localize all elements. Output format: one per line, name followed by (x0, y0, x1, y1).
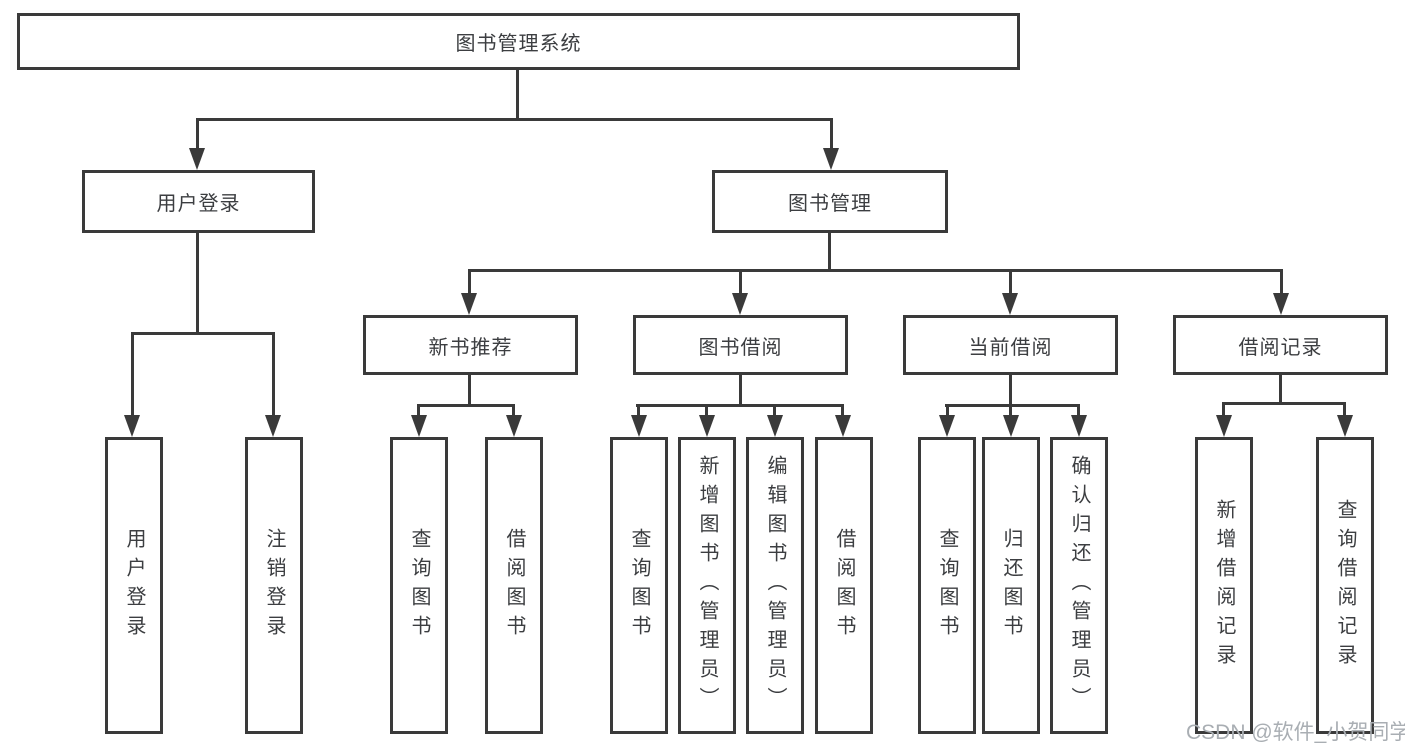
arrow-down-icon (1002, 293, 1018, 315)
leaf-query-books-recommend: 查询图书 (390, 437, 448, 734)
connector-line (946, 404, 949, 415)
leaf-confirm-return-admin: 确认归还（管理员） (1050, 437, 1108, 734)
arrow-down-icon (823, 148, 839, 170)
connector-line (131, 332, 134, 415)
connector-line (1009, 372, 1012, 407)
leaf-label: 借阅图书 (503, 527, 525, 644)
node-library-management-system: 图书管理系统 (17, 13, 1020, 70)
connector-line (512, 404, 515, 415)
connector-line (1009, 269, 1012, 293)
connector-line (830, 118, 833, 148)
node-current-borrowing: 当前借阅 (903, 315, 1118, 375)
leaf-label: 新增图书（管理员） (696, 455, 718, 716)
connector-line (841, 404, 844, 415)
connector-line (1222, 402, 1346, 405)
leaf-label: 确认归还（管理员） (1068, 455, 1090, 716)
connector-line (468, 269, 471, 293)
connector-line (637, 404, 640, 415)
connector-line (773, 404, 776, 415)
node-label: 用户登录 (156, 193, 241, 215)
leaf-label: 用户登录 (123, 527, 145, 644)
node-label: 新书推荐 (428, 336, 513, 359)
leaf-add-books-admin: 新增图书（管理员） (678, 437, 736, 734)
connector-line (828, 232, 831, 272)
connector-line (1280, 269, 1283, 293)
connector-line (1077, 404, 1080, 415)
arrow-down-icon (124, 415, 140, 437)
arrow-down-icon (411, 415, 427, 437)
node-borrowing-records: 借阅记录 (1173, 315, 1388, 375)
arrow-down-icon (939, 415, 955, 437)
connector-line (131, 332, 275, 335)
arrow-down-icon (732, 293, 748, 315)
watermark: CSDN @软件_小贺同学 (1186, 721, 1405, 744)
arrow-down-icon (1337, 415, 1353, 437)
node-label: 当前借阅 (968, 336, 1053, 359)
leaf-label: 借阅图书 (833, 527, 855, 644)
arrow-down-icon (767, 415, 783, 437)
node-user-login: 用户登录 (82, 170, 315, 233)
node-label: 图书管理系统 (455, 33, 582, 55)
connector-line (468, 269, 1282, 272)
node-label: 图书管理 (788, 193, 872, 215)
connector-line (636, 404, 844, 407)
leaf-label: 查询图书 (628, 527, 650, 644)
leaf-edit-books-admin: 编辑图书（管理员） (746, 437, 804, 734)
arrow-down-icon (506, 415, 522, 437)
arrow-down-icon (1071, 415, 1087, 437)
node-book-borrowing: 图书借阅 (633, 315, 848, 375)
connector-line (468, 372, 471, 407)
arrow-down-icon (1216, 415, 1232, 437)
connector-line (1343, 402, 1346, 415)
node-book-management: 图书管理 (712, 170, 948, 233)
arrow-down-icon (1273, 293, 1289, 315)
leaf-label: 编辑图书（管理员） (764, 455, 786, 716)
leaf-label: 查询图书 (408, 527, 430, 644)
leaf-label: 注销登录 (263, 527, 285, 644)
leaf-borrow-books-recommend: 借阅图书 (485, 437, 543, 734)
arrow-down-icon (699, 415, 715, 437)
node-new-book-recommend: 新书推荐 (363, 315, 578, 375)
node-label: 借阅记录 (1238, 336, 1323, 359)
connector-line (196, 118, 833, 121)
leaf-query-books-current: 查询图书 (918, 437, 976, 734)
leaf-logout: 注销登录 (245, 437, 303, 734)
leaf-add-borrow-record: 新增借阅记录 (1195, 437, 1253, 734)
arrow-down-icon (1003, 415, 1019, 437)
leaf-user-login: 用户登录 (105, 437, 163, 734)
arrow-down-icon (265, 415, 281, 437)
leaf-borrow-books-borrowing: 借阅图书 (815, 437, 873, 734)
connector-line (1222, 402, 1225, 415)
connector-line (516, 69, 519, 121)
leaf-query-books-borrowing: 查询图书 (610, 437, 668, 734)
connector-line (1279, 372, 1282, 405)
connector-line (1009, 404, 1012, 415)
connector-line (705, 404, 708, 415)
leaf-label: 新增借阅记录 (1213, 498, 1235, 673)
connector-line (196, 232, 199, 335)
leaf-label: 归还图书 (1000, 527, 1022, 644)
leaf-query-borrow-record: 查询借阅记录 (1316, 437, 1374, 734)
arrow-down-icon (835, 415, 851, 437)
node-label: 图书借阅 (698, 336, 783, 359)
connector-line (945, 404, 1079, 407)
leaf-return-books: 归还图书 (982, 437, 1040, 734)
connector-line (417, 404, 515, 407)
connector-line (739, 269, 742, 293)
connector-line (196, 118, 199, 148)
leaf-label: 查询借阅记录 (1334, 498, 1356, 673)
arrow-down-icon (631, 415, 647, 437)
arrow-down-icon (461, 293, 477, 315)
arrow-down-icon (189, 148, 205, 170)
connector-line (739, 372, 742, 407)
connector-line (417, 404, 420, 415)
leaf-label: 查询图书 (936, 527, 958, 644)
connector-line (272, 332, 275, 415)
